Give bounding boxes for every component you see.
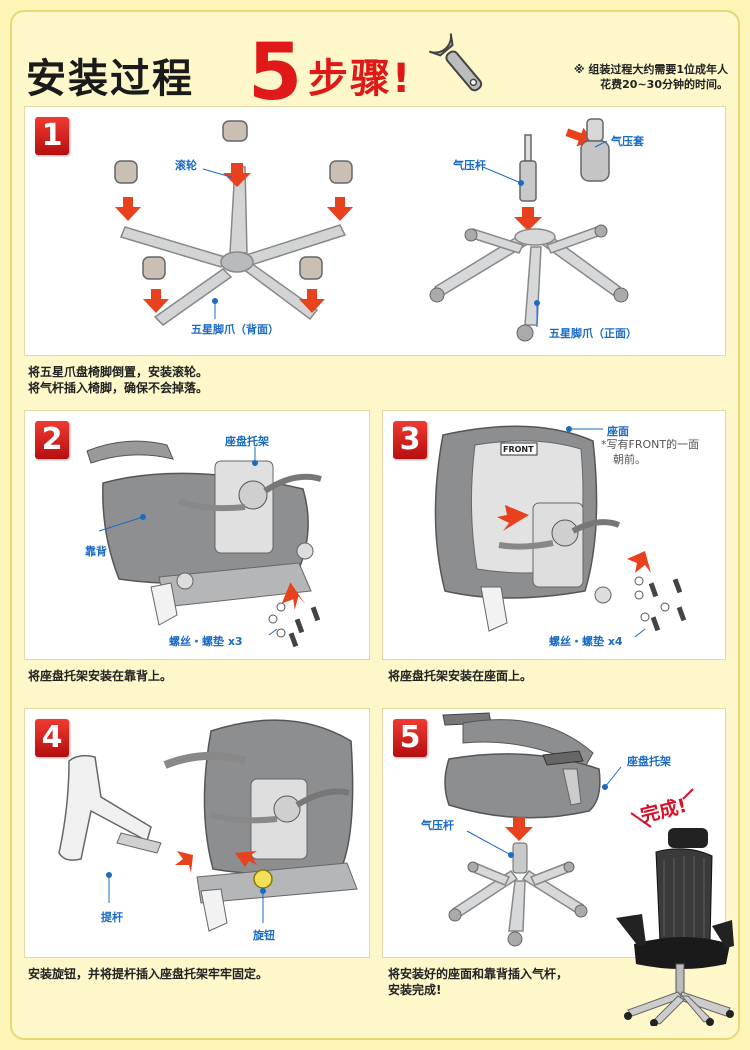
wrench-icon (428, 33, 483, 92)
step-4-illustration (58, 719, 358, 932)
finished-chair-image (616, 828, 734, 1026)
backrest-label: 靠背 (85, 545, 107, 558)
base-front-label: 五星脚爪（正面） (549, 327, 637, 340)
knob-label: 旋钮 (253, 929, 275, 942)
step-1-panel: 1 滚轮 五星脚爪（背面） 气压杆 气压套 五星脚爪（正面） (24, 106, 726, 356)
step-5-caption: 将安装好的座面和靠背插入气杆， 安装完成! (388, 967, 569, 997)
step-2-badge: 2 (35, 421, 69, 459)
screws-label: 螺丝・螺垫 x3 (169, 635, 243, 648)
gas-lift-label: 气压杆 (453, 159, 486, 172)
step-5-illustration (442, 712, 694, 947)
note-line-1: ※ 组装过程大约需要1位成年人 (573, 63, 728, 76)
step-3-illustration (434, 425, 687, 638)
assembly-time-note: ※ 组装过程大约需要1位成年人 花费20~30分钟的时间。 (528, 62, 728, 92)
step-1-badge: 1 (35, 117, 69, 155)
step-2-caption: 将座盘托架安装在靠背上。 (28, 669, 173, 683)
gas-sleeve-label: 气压套 (611, 135, 644, 148)
step-4-panel: 4 提杆 旋钮 (24, 708, 370, 958)
lever-label: 提杆 (101, 911, 123, 924)
step-3-badge: 3 (393, 421, 427, 459)
screws-label-4: 螺丝・螺垫 x4 (549, 635, 623, 648)
title-number: 5 (248, 28, 303, 118)
step-2-panel: 2 座盘托架 靠背 螺丝・螺垫 x3 (24, 410, 370, 660)
step-3-panel: 3 FRONT 座面 *写有FRONT的一面 朝前。 螺丝・螺垫 x4 (382, 410, 726, 660)
step-2-illustration (86, 440, 322, 648)
title-part1: 安装过程 (26, 56, 194, 102)
step-1-illustration (114, 118, 629, 342)
step-1-caption: 将五星爪盘椅脚倒置，安装滚轮。 将气杆插入椅脚，确保不会掉落。 (28, 365, 209, 395)
seat-bracket-label: 座盘托架 (225, 435, 269, 448)
base-back-label: 五星脚爪（背面） (191, 323, 279, 336)
step-4-caption: 安装旋钮，并将提杆插入座盘托架牢牢固定。 (28, 967, 269, 981)
seat-label: 座面 (607, 425, 629, 438)
caster-label: 滚轮 (175, 159, 197, 172)
step-5-badge: 5 (393, 719, 427, 757)
seat-bracket-label-5: 座盘托架 (627, 755, 671, 768)
step-4-badge: 4 (35, 719, 69, 757)
front-marking: FRONT (503, 445, 534, 454)
title-part2: 步骤! (308, 56, 413, 102)
step-3-caption: 将座盘托架安装在座面上。 (388, 669, 533, 683)
front-note: *写有FRONT的一面 朝前。 (601, 438, 700, 466)
note-line-2: 花费20~30分钟的时间。 (600, 78, 728, 91)
gas-lift-label-5: 气压杆 (421, 819, 454, 832)
